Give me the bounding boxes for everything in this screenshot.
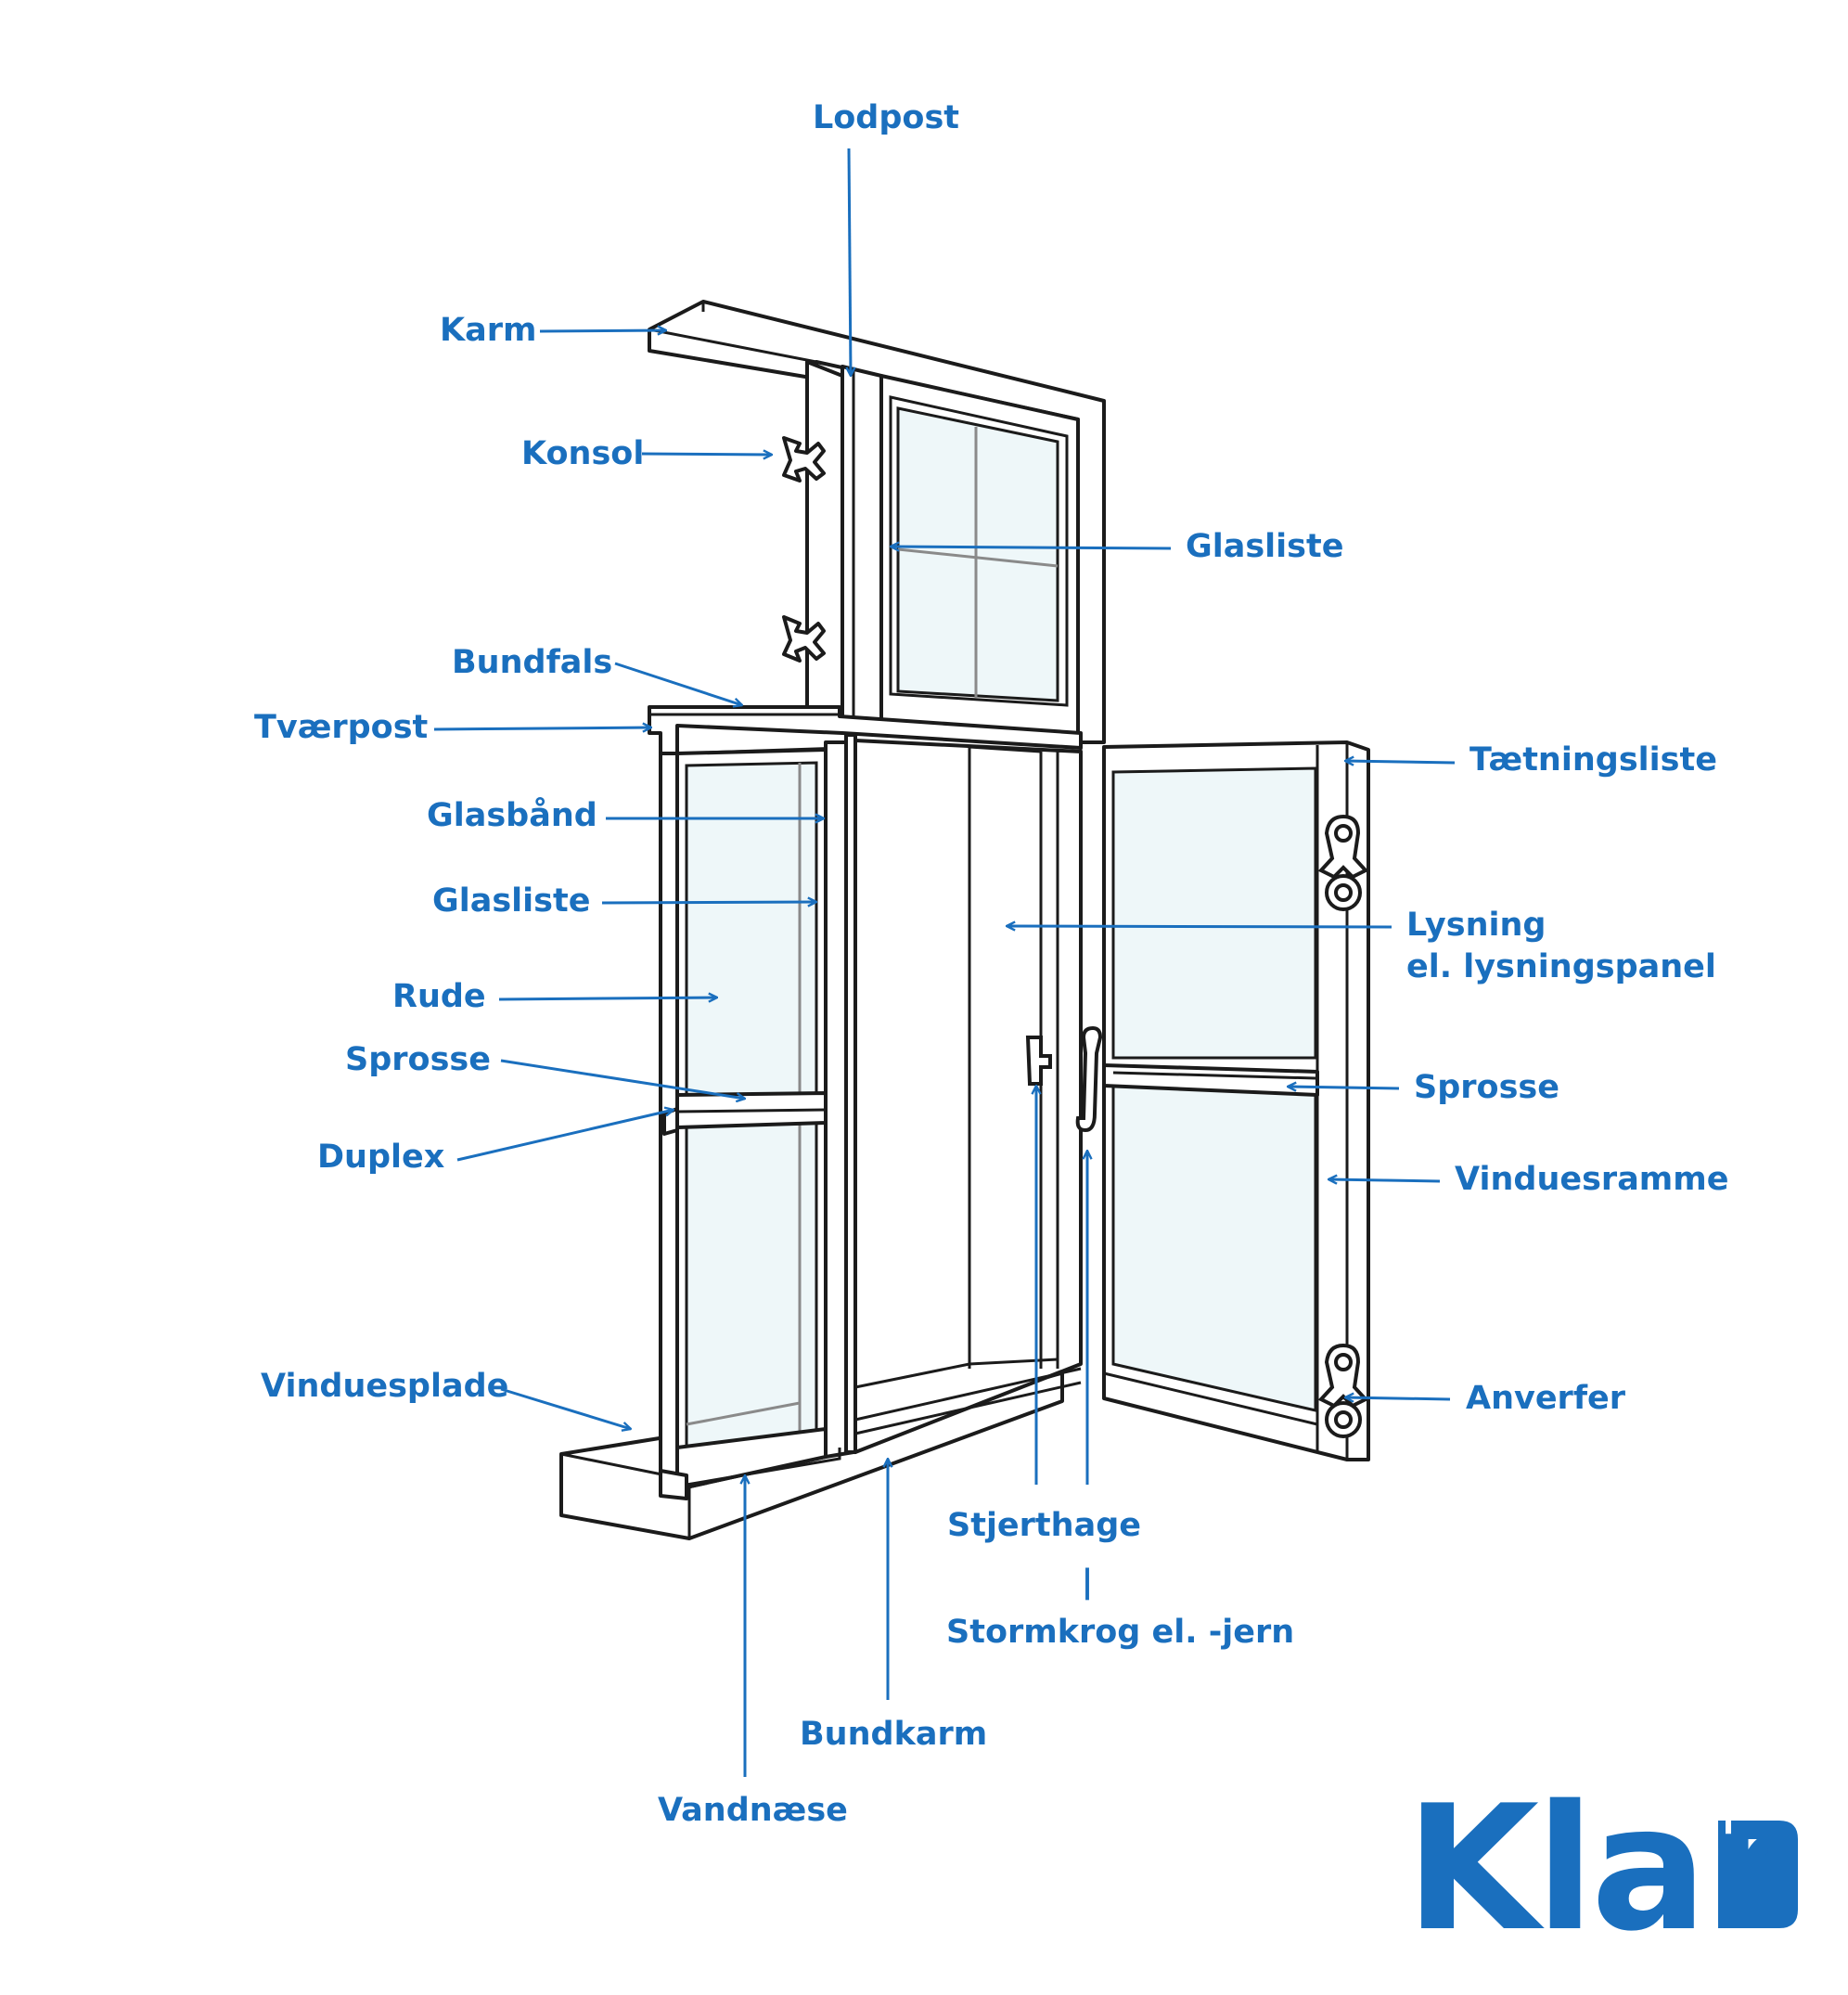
label-tvaerpost: Tværpost: [254, 709, 428, 746]
label-taetningsliste: Tætningsliste: [1469, 741, 1717, 779]
arrow-sprosse-right: [1288, 1087, 1400, 1088]
label-glasbaand: Glasbånd: [427, 796, 597, 834]
arrow-glasliste-top: [891, 547, 1172, 548]
arrow-vinduesramme: [1328, 1179, 1441, 1181]
mullion: [841, 365, 883, 730]
left-lower-sash: [659, 748, 841, 1500]
label-duplex: Duplex: [317, 1139, 445, 1176]
label-separator: |: [1082, 1564, 1094, 1601]
label-lysning-line2: el. lysningspanel: [1406, 948, 1716, 985]
leader-arrows: [433, 148, 1456, 1777]
label-sprosse-right: Sprosse: [1414, 1069, 1559, 1106]
bracket-upper: [782, 436, 826, 483]
arrow-tvaerpost: [433, 727, 651, 729]
label-lysning-line1: Lysning: [1406, 907, 1546, 944]
window-drawing: [559, 300, 1370, 1540]
label-glasliste-left: Glasliste: [432, 882, 590, 920]
label-stjerthage: Stjerthage: [947, 1507, 1141, 1544]
window-opening: [853, 739, 1083, 1454]
logo-mark-corner-icon: [1718, 1821, 1726, 1848]
window-latch: [1025, 1036, 1052, 1086]
arrow-vinduesplade: [500, 1387, 631, 1429]
arrow-anverfer: [1345, 1397, 1451, 1399]
arrow-konsol: [641, 454, 772, 455]
label-vinduesramme: Vinduesramme: [1455, 1161, 1728, 1198]
label-anverfer: Anverfer: [1466, 1380, 1626, 1417]
labels: Lodpost Karm Konsol Glasliste Bundfals T…: [254, 99, 1728, 1829]
label-vinduesplade: Vinduesplade: [261, 1368, 508, 1405]
open-casement: [1102, 740, 1370, 1461]
arrow-bundfals: [614, 662, 742, 705]
arrow-glasliste-left: [601, 902, 816, 903]
label-bundfals: Bundfals: [452, 644, 612, 681]
label-bundkarm: Bundkarm: [800, 1716, 987, 1753]
logo-mark-icon: [1718, 1821, 1798, 1928]
arrow-rude: [498, 998, 717, 999]
label-vandnaese: Vandnæse: [658, 1792, 848, 1829]
arrow-sprosse-left: [500, 1059, 745, 1099]
label-lodpost: Lodpost: [813, 99, 959, 136]
hinge-lower: [1317, 1343, 1369, 1438]
label-sprosse-left: Sprosse: [345, 1041, 491, 1078]
label-rude: Rude: [392, 978, 486, 1015]
klar-logo: Klar: [1405, 1768, 1798, 1969]
left-jamb: [805, 360, 844, 718]
arrow-karm: [539, 330, 666, 331]
arrow-duplex: [456, 1110, 674, 1162]
label-stormkrog: Stormkrog el. -jern: [946, 1614, 1294, 1651]
hinge-upper: [1317, 814, 1369, 911]
arrow-lysning: [1007, 926, 1392, 927]
upper-sash: [879, 374, 1080, 744]
bracket-lower: [782, 615, 826, 663]
storm-hook: [1075, 1025, 1103, 1133]
arrow-taetningsliste: [1345, 761, 1456, 763]
label-karm: Karm: [440, 312, 536, 349]
label-glasliste-top: Glasliste: [1186, 528, 1343, 565]
label-konsol: Konsol: [521, 435, 644, 472]
arrow-lodpost: [849, 148, 851, 376]
